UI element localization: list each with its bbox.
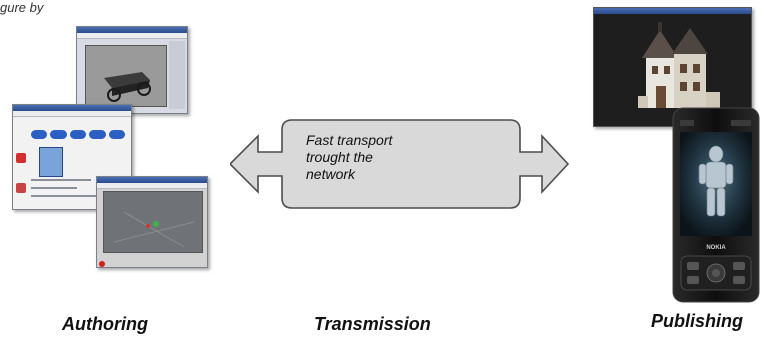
window-menubar [13,111,131,117]
toolbar-pill [31,130,48,139]
arrow-text-line: trought the [306,149,373,165]
red-button-icon [16,153,26,163]
scene-grid-icon [113,211,195,248]
toolbar-pill [89,130,106,139]
3d-viewport [85,45,167,107]
authoring-screenshot-modeler [76,26,188,114]
ui-line [31,195,101,197]
cropped-caption: gure by [0,0,44,15]
window-titlebar [77,27,187,33]
arrow-text-line: Fast transport [306,132,393,148]
label-publishing: Publishing [651,311,743,331]
toolbar-pill [108,130,126,139]
toolbar-pills [31,130,126,139]
ui-line [31,179,91,181]
window-titlebar [594,8,751,14]
3d-viewport [103,191,203,253]
window-titlebar [13,105,131,111]
house-model-icon [594,14,751,126]
publishing-screenshot [593,7,752,127]
wagon-model-icon [104,72,151,102]
mobile-phone: NOKIA [672,107,760,303]
toolbar-pill [69,130,87,139]
window-titlebar [97,177,207,183]
authoring-screenshot-scene [96,176,208,268]
arrow-text-line: network [306,166,356,182]
authoring-screenshot-editor [12,104,132,210]
window-side-panel [169,41,185,109]
window-menubar [77,33,187,39]
double-arrow [230,119,570,209]
ui-line [31,187,77,189]
label-authoring: Authoring [62,314,148,334]
phone-brand: NOKIA [706,245,726,251]
window-menubar [97,183,207,189]
red-button-icon [16,183,26,193]
label-transmission: Transmission [314,314,431,334]
record-icon [99,261,105,267]
toolbar-pill [50,130,67,139]
arrow-text: Fast transport trought the network [306,132,476,183]
selected-node [39,147,63,177]
